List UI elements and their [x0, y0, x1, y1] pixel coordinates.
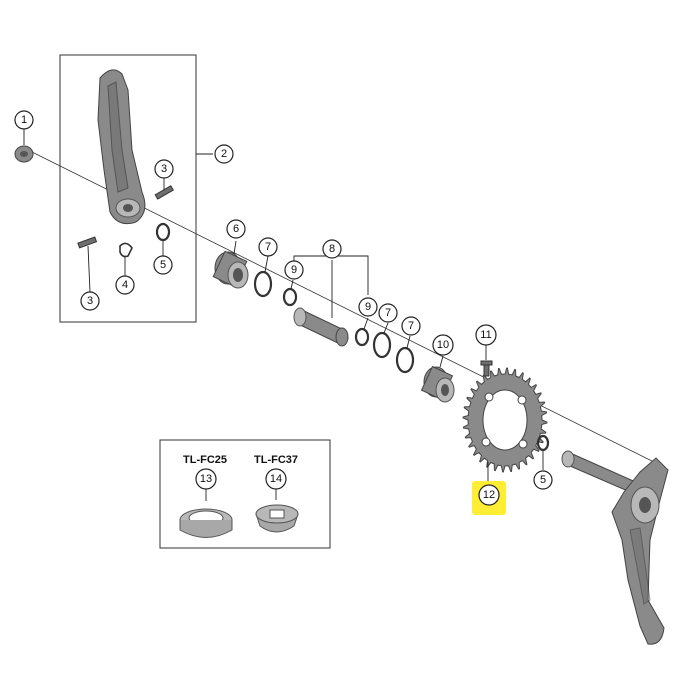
callout-7-c: 7	[401, 316, 421, 336]
spacer-ring-c	[395, 346, 415, 374]
o-ring-left	[155, 222, 171, 242]
inner-cover-a	[282, 287, 298, 307]
right-crank-arm	[561, 450, 669, 645]
left-crank-arm	[97, 69, 146, 225]
left-hand-adapter	[212, 250, 249, 289]
pinch-bolt-lower	[77, 236, 98, 249]
svg-text:3: 3	[161, 163, 167, 175]
callout-6: 6	[226, 219, 246, 239]
svg-text:6: 6	[233, 223, 239, 235]
callout-1: 1	[14, 110, 34, 130]
callout-5-left: 5	[153, 255, 173, 275]
tool-tl-fc25	[179, 508, 233, 538]
svg-text:1: 1	[21, 114, 27, 126]
callout-2: 2	[214, 144, 234, 164]
tool-tl-fc37	[255, 504, 299, 533]
right-hand-adapter	[420, 365, 455, 403]
spacer-ring-b	[372, 331, 392, 359]
svg-text:11: 11	[480, 329, 491, 341]
chainring-bolt	[480, 360, 493, 377]
callout-10: 10	[432, 334, 454, 356]
svg-text:10: 10	[437, 339, 449, 351]
callout-3-lower: 3	[80, 291, 100, 311]
svg-text:7: 7	[408, 320, 414, 332]
svg-text:5: 5	[540, 474, 546, 486]
callout-4: 4	[115, 275, 135, 295]
svg-text:5: 5	[160, 259, 166, 271]
callout-5-right: 5	[533, 470, 553, 490]
callout-7-a: 7	[258, 237, 278, 257]
svg-text:9: 9	[291, 264, 297, 276]
stopper-plate	[119, 242, 133, 258]
inner-cover-b	[354, 327, 370, 347]
callout-8: 8	[322, 239, 342, 259]
svg-text:12: 12	[483, 489, 495, 501]
svg-text:7: 7	[385, 307, 391, 319]
svg-text:4: 4	[122, 279, 128, 291]
callout-11: 11	[475, 324, 497, 346]
leader-lines	[23, 129, 544, 501]
callout-13: 13	[195, 468, 217, 490]
svg-text:3: 3	[87, 295, 93, 307]
tool-label-tl-fc25: TL-FC25	[183, 454, 227, 466]
tools-frame	[159, 439, 331, 549]
svg-text:7: 7	[265, 241, 271, 253]
callout-14: 14	[265, 468, 287, 490]
inner-sleeve	[293, 307, 349, 347]
svg-text:14: 14	[270, 473, 282, 485]
left-crank-frame	[59, 54, 197, 323]
callout-12: 12	[478, 484, 500, 506]
svg-text:9: 9	[365, 301, 371, 313]
crank-arm-fixing-bolt-cap	[14, 145, 34, 163]
callout-3-upper: 3	[154, 159, 174, 179]
svg-text:13: 13	[200, 473, 212, 485]
tool-label-tl-fc37: TL-FC37	[254, 454, 298, 466]
callout-9-a: 9	[284, 260, 304, 280]
svg-text:2: 2	[221, 148, 227, 160]
callout-9-b: 9	[358, 297, 378, 317]
chainring	[462, 367, 548, 473]
pinch-bolt-upper	[154, 185, 174, 200]
spacer-ring-a	[253, 270, 273, 298]
svg-text:8: 8	[329, 243, 335, 255]
o-ring-right	[536, 434, 550, 452]
callout-7-b: 7	[378, 303, 398, 323]
